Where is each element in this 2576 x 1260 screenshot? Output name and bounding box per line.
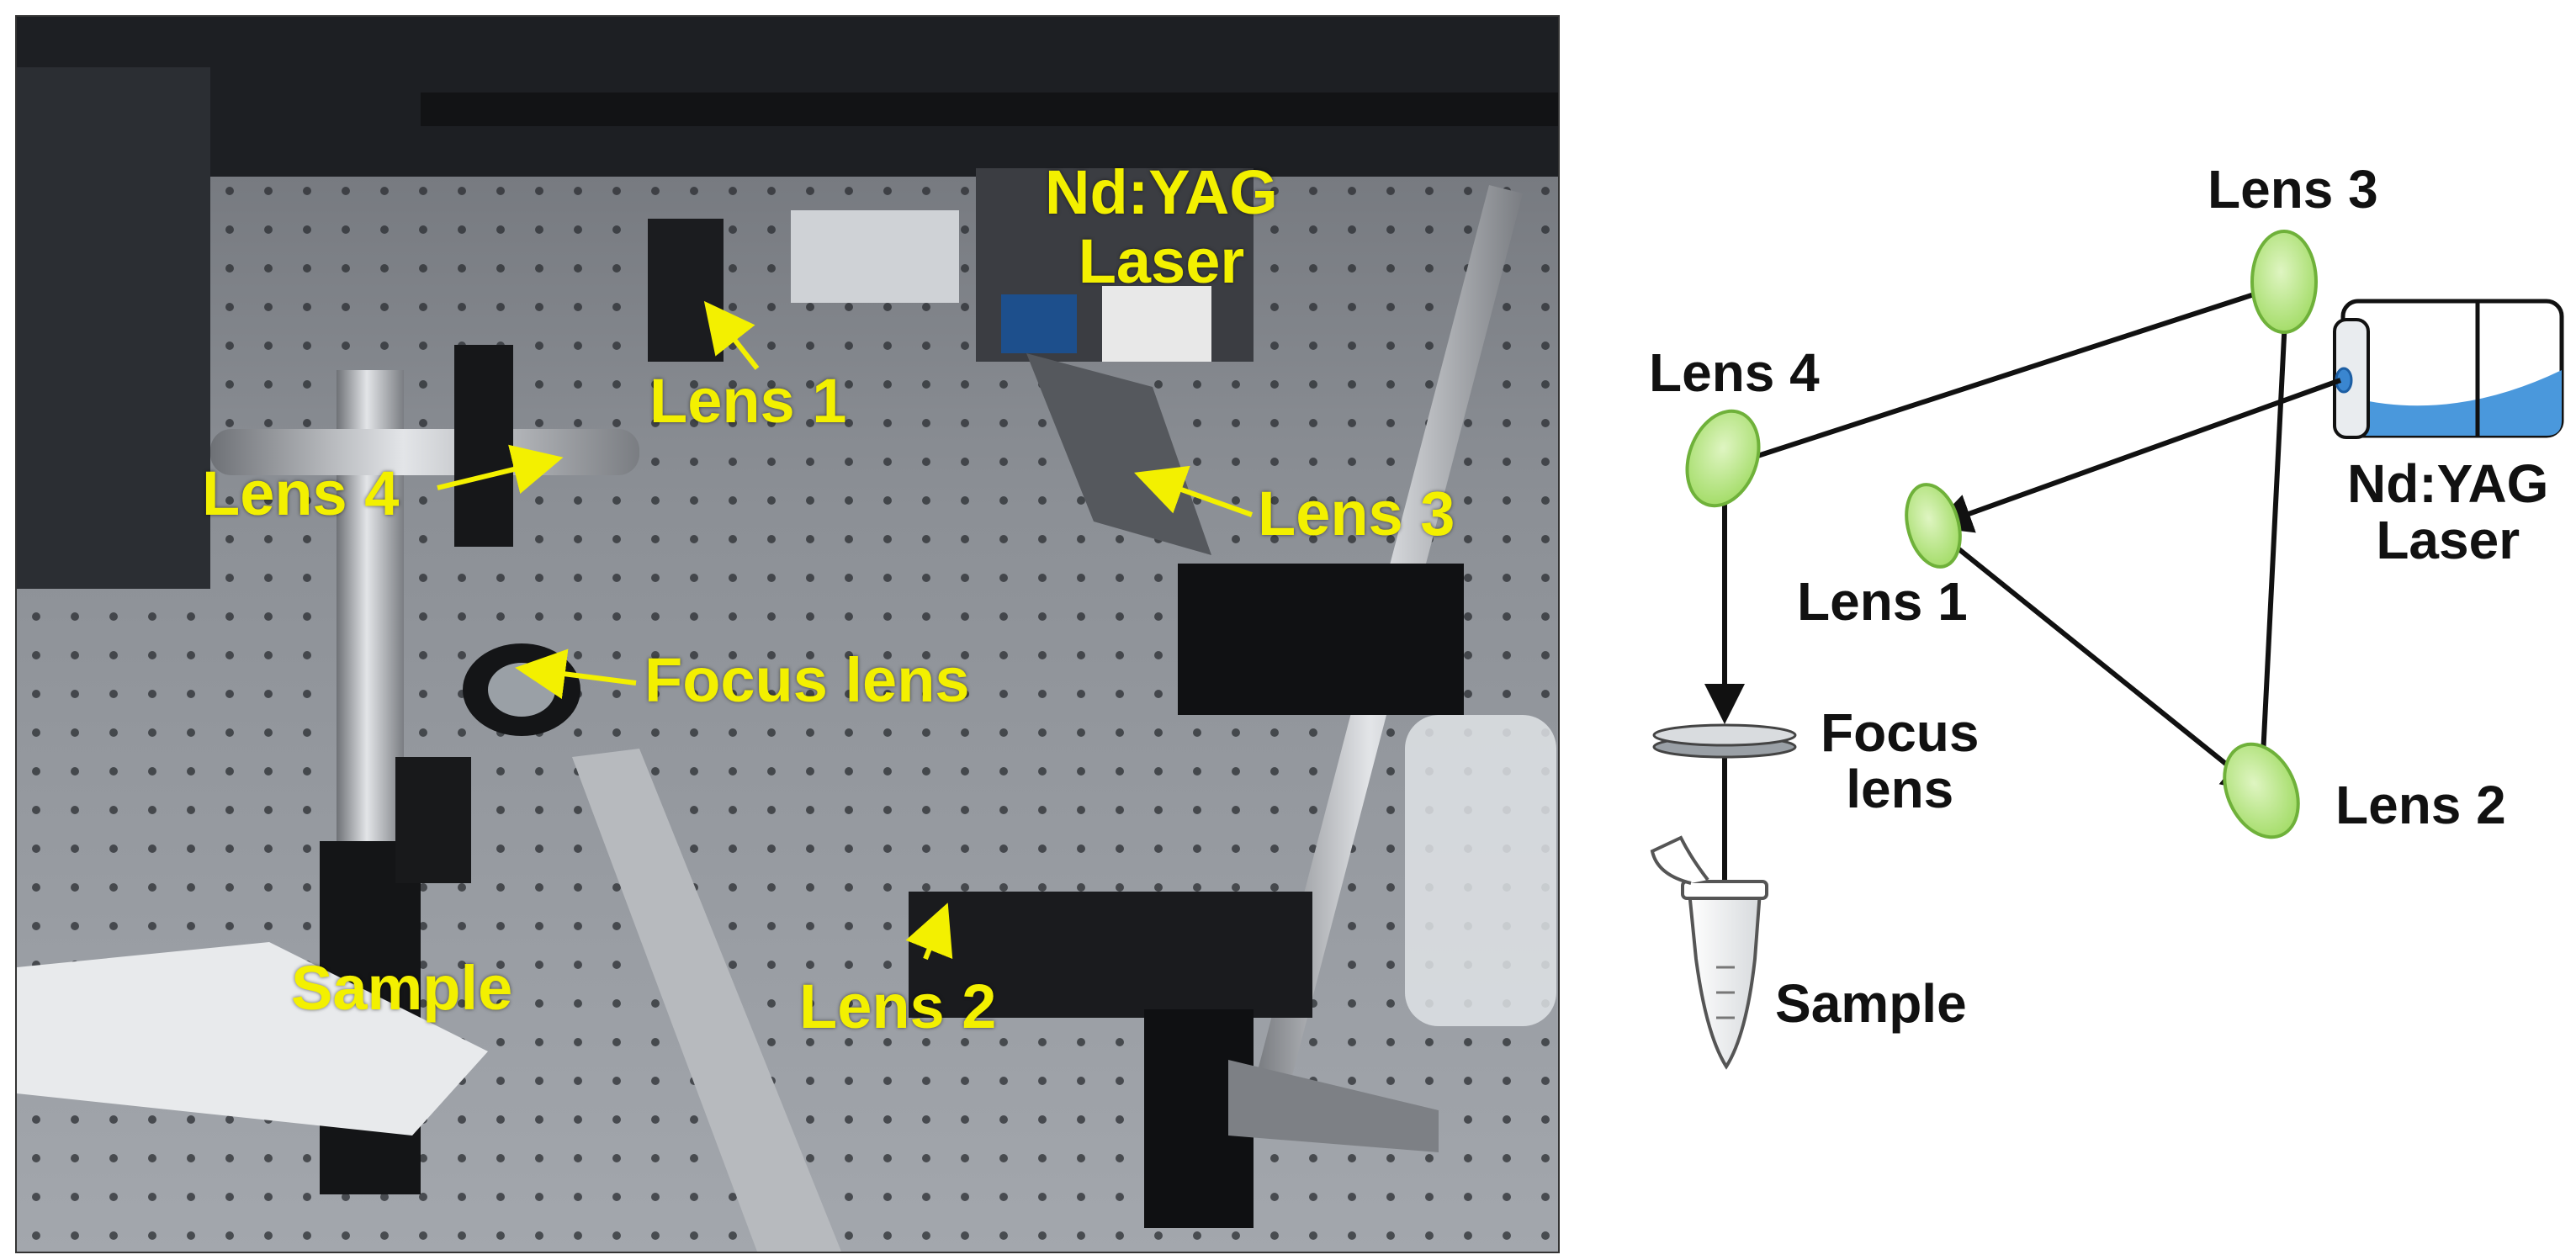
pointer-lens-2 bbox=[905, 903, 953, 961]
diagram-label-laser: Laser bbox=[2376, 510, 2520, 571]
lens-2-icon bbox=[2223, 742, 2300, 839]
diagram-label-nd-yag-laser: Nd:YAG Laser bbox=[2347, 453, 2549, 571]
photo-label-nd-yag-laser: Nd:YAG Laser bbox=[1045, 161, 1278, 293]
pointer-lens-3 bbox=[1134, 465, 1254, 517]
pointer-lens-1 bbox=[703, 300, 760, 370]
schematic-drawing bbox=[1650, 230, 2564, 1070]
lens-1-icon bbox=[1905, 483, 1962, 569]
lens-3-icon bbox=[2250, 230, 2318, 334]
bench-photo: Nd:YAG Laser Lens 1 Lens 3 Lens 4 Focus … bbox=[15, 15, 1560, 1253]
bench-photo-drawing bbox=[17, 17, 1558, 1252]
photo-label-nd-yag: Nd:YAG bbox=[1045, 157, 1278, 227]
beam-path-schematic: Lens 3 Lens 4 Lens 1 Lens 2 Nd:YAG Laser… bbox=[1582, 0, 2576, 1260]
photo-label-lens-2: Lens 2 bbox=[799, 971, 997, 1041]
focus-lens-icon bbox=[1652, 723, 1797, 759]
photo-label-laser: Laser bbox=[1078, 226, 1245, 296]
diagram-label-nd-yag: Nd:YAG bbox=[2347, 453, 2549, 514]
photo-label-focus-lens: Focus lens bbox=[644, 645, 970, 715]
photo-label-lens-4: Lens 4 bbox=[202, 458, 400, 528]
diagram-label-lens-3: Lens 3 bbox=[2208, 159, 2378, 220]
diagram-label-lens-1: Lens 1 bbox=[1797, 571, 1968, 632]
nd-yag-laser-icon bbox=[2330, 299, 2564, 439]
sample-tube-icon bbox=[1650, 835, 1768, 1070]
diagram-label-sample: Sample bbox=[1775, 973, 1967, 1034]
diagram-label-lens-4: Lens 4 bbox=[1649, 342, 1820, 403]
photo-pointer-arrows bbox=[437, 300, 1254, 961]
photo-label-lens-3: Lens 3 bbox=[1258, 479, 1455, 548]
photo-label-lens-1: Lens 1 bbox=[649, 366, 847, 436]
photo-label-sample: Sample bbox=[291, 953, 513, 1023]
diagram-label-focus-lens: Focus lens bbox=[1821, 702, 1980, 820]
pointer-lens-4 bbox=[437, 444, 564, 495]
beam-laser-to-lens1 bbox=[1931, 378, 2342, 533]
lens-4-icon bbox=[1685, 409, 1761, 508]
pointer-focus-lens bbox=[515, 649, 637, 700]
beam-lens1-to-lens2 bbox=[1933, 527, 2264, 794]
beam-lens2-to-lens3 bbox=[2259, 278, 2306, 790]
diagram-label-lens: lens bbox=[1846, 759, 1954, 820]
diagram-label-lens-2: Lens 2 bbox=[2335, 775, 2506, 835]
beam-lens3-to-lens4 bbox=[1749, 283, 2281, 461]
diagram-label-focus: Focus bbox=[1821, 702, 1980, 763]
